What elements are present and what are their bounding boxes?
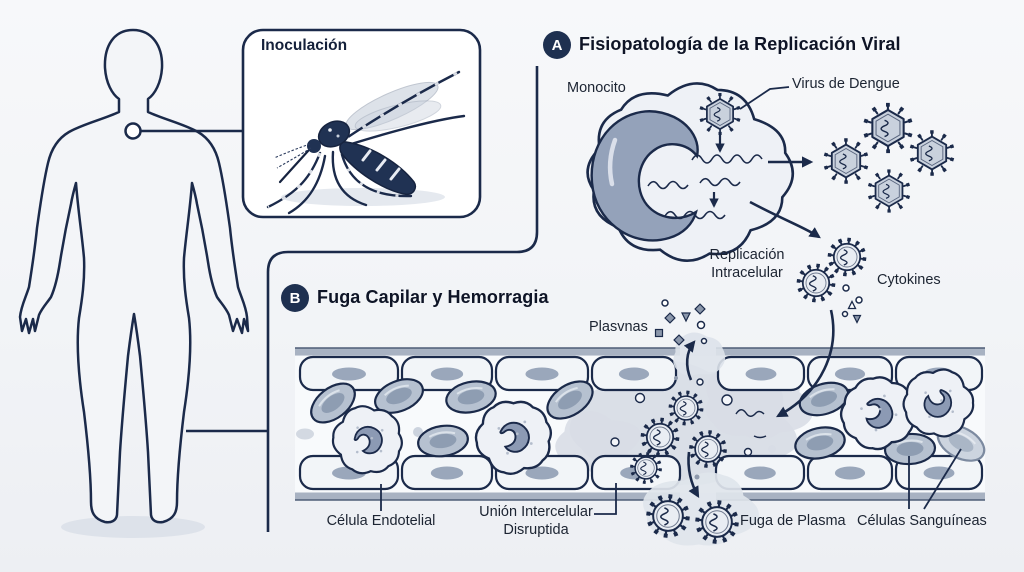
mosquito-thorax — [317, 120, 351, 148]
white-blood-cells — [331, 368, 975, 475]
inoculation-title: Inoculación — [261, 37, 348, 54]
plasma-particles-label: Plasvnas — [589, 319, 648, 335]
white-blood-cell — [474, 400, 553, 475]
platelet-dot — [413, 427, 423, 437]
section-a-title: Fisiopatología de la Replicación Viral — [579, 34, 901, 54]
dengue-virus-icon — [908, 129, 956, 177]
section-b-artwork — [295, 299, 986, 546]
junction-leader — [594, 483, 617, 515]
red-blood-cell — [546, 380, 594, 420]
dengue-virus-icon — [826, 236, 868, 278]
cloud-bubbles — [610, 376, 753, 457]
dengue-virus-icon — [867, 168, 911, 214]
section-b-title: Fuga Capilar y Hemorragia — [317, 287, 549, 307]
mosquito-abdomen-stripes — [361, 149, 401, 181]
white-blood-cell — [839, 376, 915, 451]
cytokine-particles — [841, 284, 863, 324]
aedes-mosquito-icon — [266, 70, 466, 215]
blood-cells-leader-2 — [923, 448, 962, 510]
red-blood-cell — [798, 381, 850, 417]
section-a-artwork — [586, 82, 821, 262]
intracellular-replication-label: Replicación Intracelular — [709, 247, 785, 282]
blood-cells-label: Células Sanguíneas — [857, 513, 987, 529]
cytokine-to-vessel-arrow — [775, 309, 835, 418]
plasma-leak-label: Fuga de Plasma — [740, 513, 846, 529]
leak-arrows — [683, 309, 835, 498]
mosquito-proboscis — [278, 149, 310, 184]
endothelial-cell — [806, 454, 894, 491]
monocyte-nucleus — [590, 110, 699, 242]
dengue-virus-icon — [822, 137, 870, 185]
virus-label-leader — [739, 86, 790, 110]
cloud-rna-squiggles — [735, 409, 767, 439]
body-outline — [18, 28, 250, 524]
endothelial-cell — [894, 454, 984, 491]
flow-connectors — [141, 66, 539, 532]
endothelial-cell-label: Célula Endotelial — [326, 513, 436, 529]
inoculation-site-marker — [124, 122, 142, 140]
endothelial-cell — [714, 454, 806, 491]
mosquito-head — [307, 139, 321, 153]
cytokines-label: Cytokines — [877, 272, 941, 288]
white-blood-cell — [902, 368, 975, 438]
label-leader-lines — [380, 448, 962, 515]
endothelial-cell — [716, 355, 806, 392]
red-blood-cells — [310, 378, 986, 466]
red-blood-cell — [794, 426, 846, 460]
platelet-dot — [296, 428, 314, 440]
mosquito-leg-stripes — [267, 70, 460, 209]
section-connector-line — [266, 66, 539, 532]
red-blood-cell — [310, 382, 356, 424]
dengue-virus-icon — [862, 101, 914, 155]
human-body-silhouette — [18, 28, 250, 538]
red-blood-cell — [445, 380, 497, 414]
endothelial-cell — [400, 454, 494, 491]
plasma-down-arrow — [687, 451, 700, 498]
disrupted-junction-label: Unión Intercelular Disruptida — [479, 504, 593, 539]
mosquito-antennae — [273, 143, 312, 169]
cytokine-arrow — [749, 200, 821, 239]
cytokine-virions — [795, 236, 868, 304]
monocyte-label: Monocito — [567, 80, 626, 96]
white-blood-cell — [331, 405, 403, 475]
section-b-badge: B — [281, 284, 309, 312]
section-a-badge: A — [543, 31, 571, 59]
replication-step-arrows — [709, 134, 725, 208]
inoculation-box — [241, 28, 482, 219]
endothelial-row-bottom — [298, 454, 984, 491]
plasma-particles — [654, 299, 708, 346]
red-blood-cell — [417, 424, 469, 458]
dengue-virus-icon — [795, 262, 837, 304]
viral-rna-squiggles — [647, 154, 763, 220]
endothelial-cell — [590, 355, 678, 392]
endothelial-cell — [494, 355, 590, 392]
vessel-walls — [295, 347, 985, 501]
dengue-virus-label: Virus de Dengue — [792, 76, 900, 92]
plasma-up-arrow — [683, 340, 696, 381]
red-blood-cell — [374, 378, 424, 414]
nucleus-highlight — [607, 137, 618, 187]
floor-shadow — [61, 516, 205, 538]
